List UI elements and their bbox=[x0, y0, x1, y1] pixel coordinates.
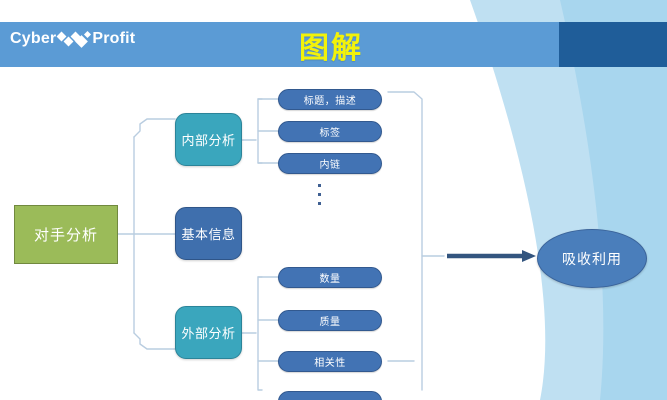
page-title: 图解 bbox=[299, 31, 363, 65]
connector-to-external bbox=[133, 332, 176, 350]
brand-logo: Cyber Profit bbox=[10, 30, 135, 48]
leaf-relevance[interactable]: 相关性 bbox=[278, 351, 382, 372]
leaf-quality[interactable]: 质量 bbox=[278, 310, 382, 331]
brand-name-suffix: Profit bbox=[92, 30, 136, 47]
leaf-internal-links[interactable]: 内链 bbox=[278, 153, 382, 174]
node-branch-internal-analysis[interactable]: 内部分析 bbox=[175, 113, 242, 166]
leaf-title-description[interactable]: 标题，描述 bbox=[278, 89, 382, 110]
node-outcome-absorb-utilize[interactable]: 吸收利用 bbox=[537, 229, 647, 288]
leaf-quantity[interactable]: 数量 bbox=[278, 267, 382, 288]
connector-internal-bracket bbox=[257, 98, 263, 164]
brand-name-prefix: Cyber bbox=[10, 30, 57, 47]
node-root-competitor-analysis[interactable]: 对手分析 bbox=[14, 205, 118, 264]
connector-to-internal bbox=[133, 118, 176, 138]
leaf-cut-off[interactable] bbox=[278, 391, 382, 400]
connector-external-bracket bbox=[257, 276, 263, 391]
node-branch-basic-info[interactable]: 基本信息 bbox=[175, 207, 242, 260]
vertical-ellipsis-icon bbox=[318, 184, 321, 205]
node-branch-external-analysis[interactable]: 外部分析 bbox=[175, 306, 242, 359]
connector-right-bracket bbox=[387, 91, 423, 391]
leaf-tags[interactable]: 标签 bbox=[278, 121, 382, 142]
